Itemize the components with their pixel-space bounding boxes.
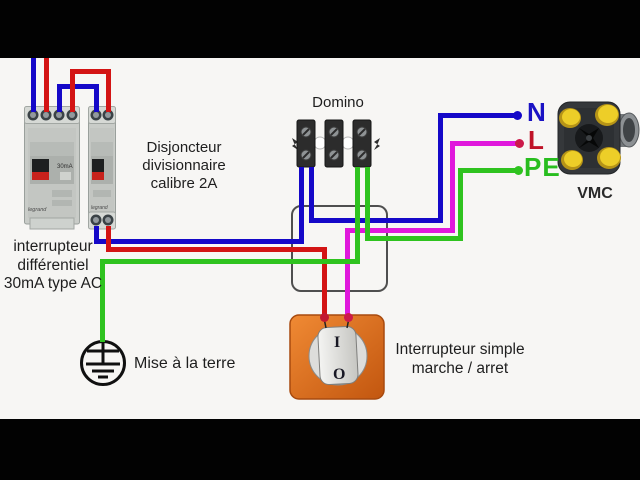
domino-label: Domino [312, 94, 364, 111]
domino-terminal-block-icon [292, 119, 380, 168]
wire-earth [100, 259, 360, 264]
neutral-label: N [527, 97, 547, 127]
line-terminal-dot [515, 139, 524, 148]
breaker-toggle-icon [92, 159, 104, 180]
wire-phase [106, 247, 327, 252]
letterbox-bottom [0, 419, 640, 480]
wire-phase-link [106, 69, 111, 112]
wire-neutral [94, 239, 304, 244]
wire-neutral [438, 113, 517, 118]
differential-breaker-icon: 30mA legrand [24, 106, 80, 230]
wire-neutral-link [57, 84, 62, 112]
wire-neutral [299, 167, 304, 244]
vmc-port [595, 104, 619, 126]
svg-text:legrand: legrand [28, 207, 47, 213]
vmc-unit-icon [557, 101, 640, 175]
rcd-toggle-icon [32, 159, 49, 180]
wall-switch-icon: I O [289, 314, 385, 400]
terminal-screws-top [27, 109, 78, 121]
domino-pole [324, 119, 344, 168]
wire-switched-phase [450, 141, 520, 146]
vmc-port [561, 150, 583, 170]
domino-pole [352, 119, 372, 168]
vmc-label: VMC [577, 185, 613, 202]
wire-phase [106, 226, 111, 252]
svg-text:30mA: 30mA [57, 164, 73, 170]
wire-neutral [309, 218, 443, 223]
earth-label: Mise à la terre [134, 355, 236, 372]
wire-neutral [309, 167, 314, 223]
wire-earth [365, 236, 463, 241]
wire-earth [458, 168, 463, 241]
letterbox-top [0, 0, 640, 58]
line-label: L [528, 125, 545, 155]
wire-neutral-feed [31, 58, 36, 112]
wire-switched-phase [345, 228, 455, 233]
wire-phase-link [70, 69, 111, 74]
terminal-screws-top [90, 109, 114, 121]
wire-neutral-link [57, 84, 99, 89]
wire-switched-phase [450, 141, 455, 233]
switch-label: Interrupteur simple marche / arret [395, 341, 525, 377]
wire-neutral [94, 226, 99, 241]
divisionnaire-breaker-icon: legrand [88, 106, 116, 230]
earth-terminal-dot [514, 166, 523, 175]
wire-earth [100, 259, 105, 342]
svg-text:legrand: legrand [91, 205, 108, 211]
wire-phase-feed [44, 58, 49, 112]
domino-pole [296, 119, 316, 168]
vmc-port [597, 147, 621, 169]
earth-ground-icon [80, 340, 126, 386]
neutral-terminal-dot [513, 111, 522, 120]
switch-in-dot [320, 313, 329, 322]
earth-pe-label: PE [524, 152, 561, 182]
svg-text:I: I [334, 334, 340, 351]
vmc-port [559, 108, 581, 128]
wire-earth [365, 167, 370, 241]
wire-switched-phase [345, 232, 350, 315]
differentiel-label: interrupteur différentiel 30mA type AC [3, 238, 103, 292]
wire-neutral [438, 113, 443, 223]
disjoncteur-label: Disjoncteur divisionnaire calibre 2A [142, 139, 226, 192]
switch-out-dot [344, 313, 353, 322]
wire-earth [355, 167, 360, 264]
wire-neutral-link [94, 84, 99, 112]
wire-phase [322, 247, 327, 315]
wire-earth [458, 168, 520, 173]
terminal-screws-bottom [90, 214, 114, 226]
wire-phase-link [70, 69, 75, 112]
svg-text:O: O [333, 366, 345, 383]
